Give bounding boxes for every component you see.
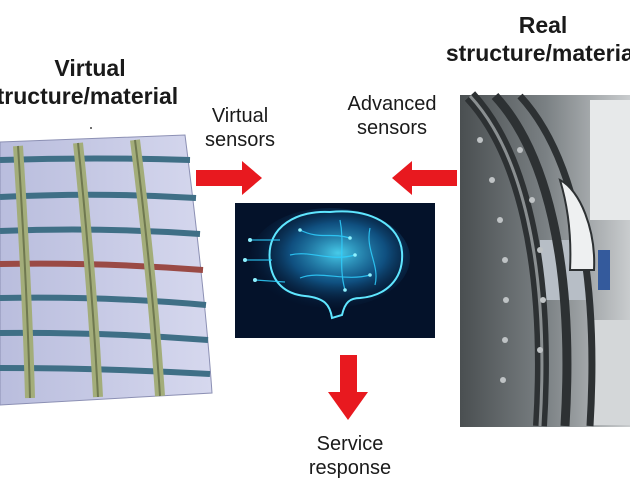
real-title-line1: Real: [518, 12, 568, 38]
real-structure-title: Real structure/material: [438, 12, 630, 67]
service-response-line1: Service: [316, 433, 384, 455]
virtual-sensors-line2: sensors: [204, 129, 276, 151]
service-response-line2: response: [308, 457, 392, 479]
virtual-title-line2: structure/material: [0, 82, 179, 109]
advanced-sensors-label: Advanced sensors: [336, 92, 448, 140]
brain-outline: [268, 210, 404, 320]
advanced-sensors-line1: Advanced: [347, 93, 437, 115]
arrow-real-to-ai: [392, 161, 457, 195]
real-title-line2: structure/material: [445, 39, 630, 66]
arrow-ai-to-response: [328, 355, 368, 420]
arrow-virtual-to-ai: [196, 161, 262, 195]
decorative-dot: [90, 127, 92, 129]
service-response-label: Service response: [300, 432, 400, 480]
virtual-sensors-line1: Virtual: [211, 105, 269, 127]
advanced-sensors-line2: sensors: [356, 117, 428, 139]
virtual-structure-title: Virtual structure/material: [0, 55, 180, 110]
virtual-sensors-label: Virtual sensors: [196, 104, 284, 152]
virtual-title-line1: Virtual: [54, 55, 126, 81]
virtual-frames: [13, 139, 165, 399]
